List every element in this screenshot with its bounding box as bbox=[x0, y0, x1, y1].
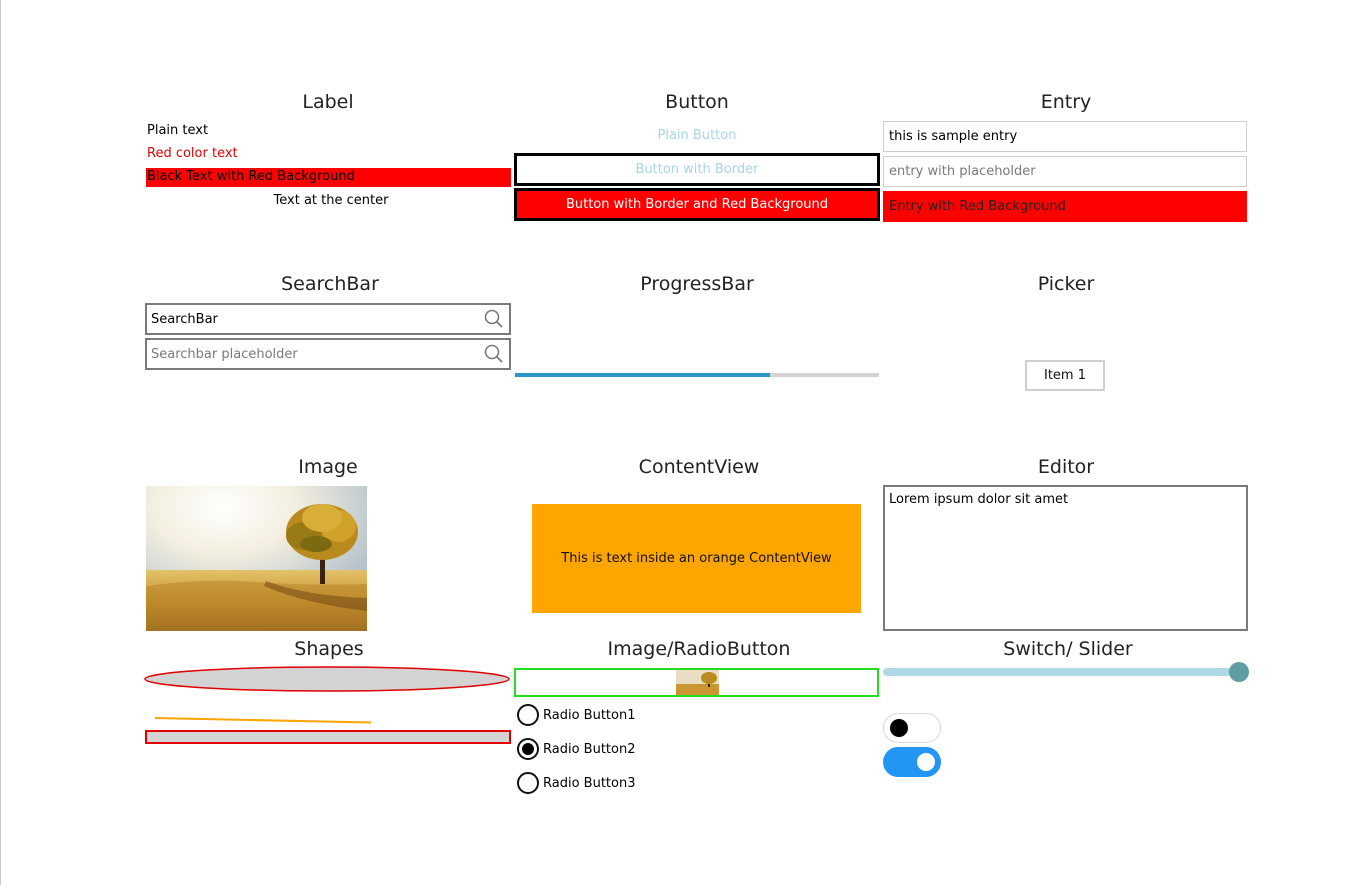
radio-option-label: Radio Button2 bbox=[543, 741, 636, 757]
search-icon[interactable] bbox=[479, 341, 509, 367]
rectangle-shape bbox=[145, 730, 511, 744]
red-entry-field[interactable]: Entry with Red Background bbox=[883, 191, 1247, 222]
shapes-section-title: Shapes bbox=[294, 638, 364, 660]
tree-thumbnail-image bbox=[676, 670, 719, 695]
radio-option-3[interactable]: Radio Button3 bbox=[517, 772, 635, 794]
radio-selected-dot bbox=[522, 743, 534, 755]
switch-knob bbox=[917, 753, 935, 771]
switch-slider-section-title: Switch/ Slider bbox=[1003, 638, 1133, 660]
switch-on[interactable] bbox=[883, 747, 941, 777]
image-radio-section-title: Image/RadioButton bbox=[607, 638, 791, 660]
searchbar-input[interactable]: SearchBar bbox=[145, 303, 511, 335]
searchbar-section-title: SearchBar bbox=[281, 273, 379, 295]
radio-option-1[interactable]: Radio Button1 bbox=[517, 704, 635, 726]
progressbar-section-title: ProgressBar bbox=[640, 273, 754, 295]
button-section-title: Button bbox=[665, 91, 729, 113]
switch-knob bbox=[890, 719, 908, 737]
contentview-section-title: ContentView bbox=[638, 456, 760, 478]
progress-bar-fill bbox=[515, 373, 770, 377]
radio-circle[interactable] bbox=[517, 704, 539, 726]
red-background-label: Black Text with Red Background bbox=[146, 168, 511, 187]
image-section-title: Image bbox=[298, 456, 358, 478]
sample-entry-field[interactable]: this is sample entry bbox=[883, 121, 1247, 152]
radio-circle[interactable] bbox=[517, 772, 539, 794]
red-color-label: Red color text bbox=[147, 146, 238, 161]
bordered-red-button[interactable]: Button with Border and Red Background bbox=[514, 188, 880, 221]
editor-textarea[interactable]: Lorem ipsum dolor sit amet bbox=[883, 485, 1248, 631]
label-section-title: Label bbox=[302, 91, 354, 113]
image-radio-button[interactable] bbox=[514, 668, 879, 697]
radio-option-2[interactable]: Radio Button2 bbox=[517, 738, 635, 760]
plain-text-label: Plain text bbox=[147, 123, 209, 138]
search-icon[interactable] bbox=[479, 306, 509, 332]
plain-button[interactable]: Plain Button bbox=[657, 127, 737, 143]
tree-field-image bbox=[146, 486, 367, 631]
window-edge bbox=[0, 0, 1, 885]
searchbar-placeholder-text: Searchbar placeholder bbox=[151, 346, 298, 362]
ellipse-shape bbox=[144, 666, 510, 692]
searchbar-text: SearchBar bbox=[151, 311, 218, 327]
radio-option-label: Radio Button3 bbox=[543, 775, 636, 791]
progress-bar bbox=[515, 373, 879, 377]
entry-section-title: Entry bbox=[1040, 91, 1092, 113]
centered-text-label: Text at the center bbox=[273, 193, 389, 208]
placeholder-entry-field[interactable]: entry with placeholder bbox=[883, 156, 1247, 187]
line-shape bbox=[154, 717, 372, 724]
item-picker[interactable]: Item 1 bbox=[1025, 360, 1105, 391]
radio-circle-checked[interactable] bbox=[517, 738, 539, 760]
picker-section-title: Picker bbox=[1037, 273, 1095, 295]
radio-option-label: Radio Button1 bbox=[543, 707, 636, 723]
switch-off[interactable] bbox=[883, 713, 941, 743]
searchbar-placeholder-input[interactable]: Searchbar placeholder bbox=[145, 338, 511, 370]
shapes-canvas bbox=[144, 666, 511, 744]
editor-section-title: Editor bbox=[1037, 456, 1095, 478]
slider-thumb[interactable] bbox=[1229, 662, 1249, 682]
slider-track[interactable] bbox=[883, 668, 1247, 676]
bordered-button[interactable]: Button with Border bbox=[514, 153, 880, 186]
orange-content-view: This is text inside an orange ContentVie… bbox=[532, 504, 861, 613]
